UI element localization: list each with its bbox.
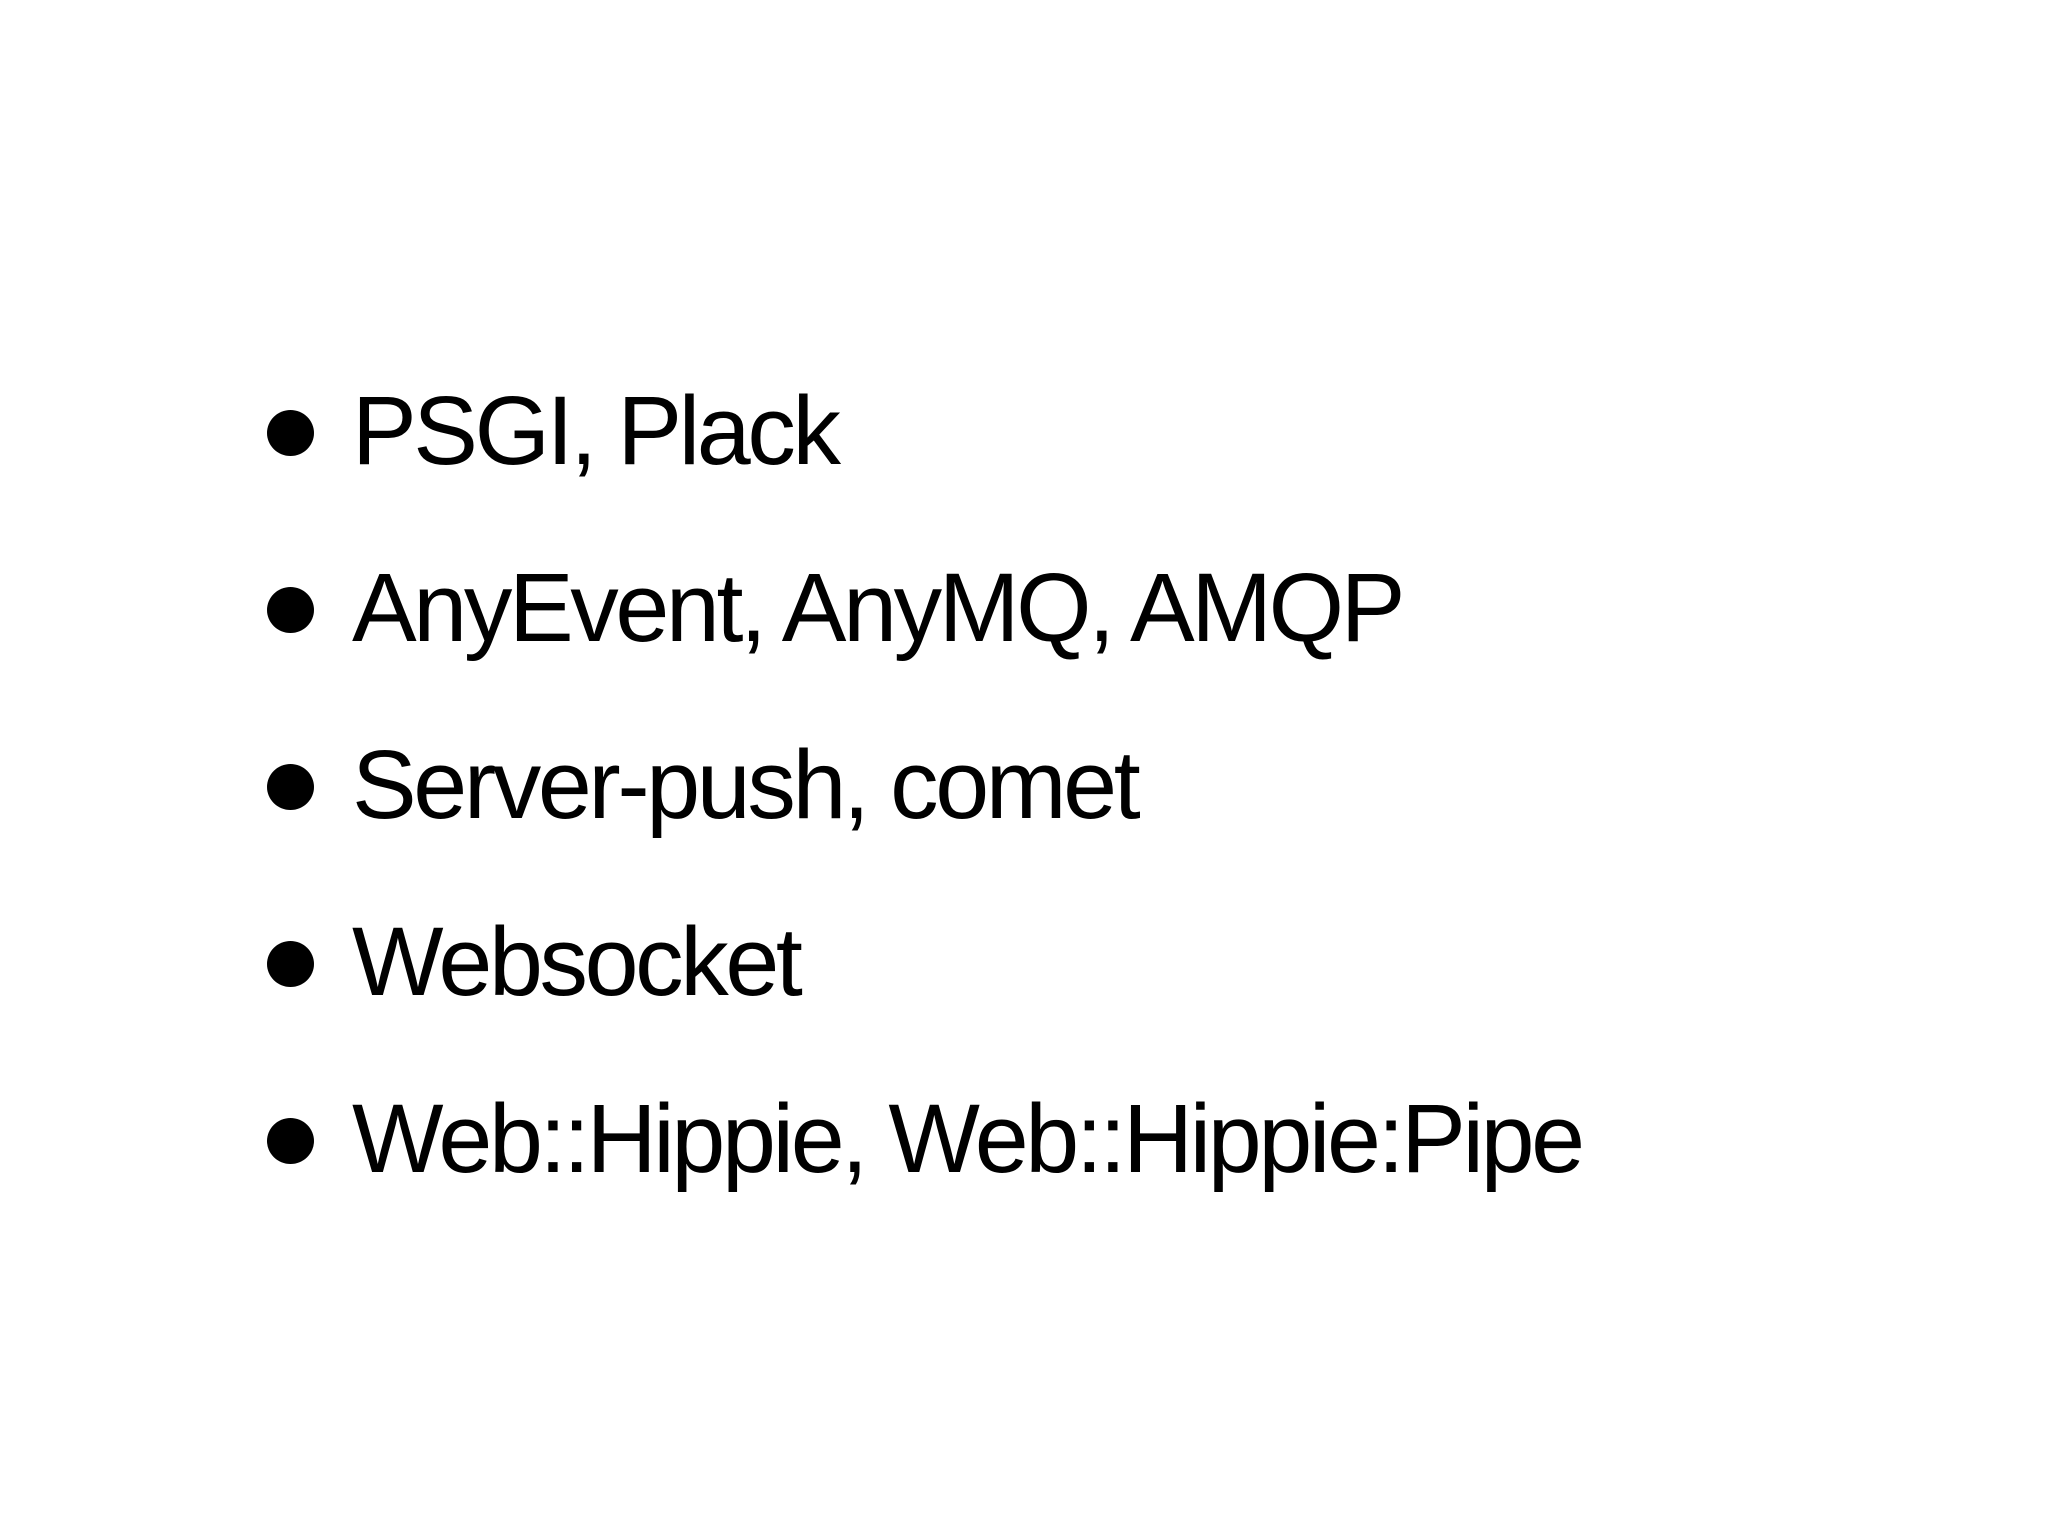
bullet-icon [267, 586, 314, 633]
list-item: PSGI, Plack [267, 382, 1582, 479]
list-item: Websocket [267, 913, 1582, 1010]
bullet-icon [267, 1117, 314, 1164]
list-item: Server-push, comet [267, 736, 1582, 833]
bullet-text: PSGI, Plack [352, 376, 841, 485]
bullet-text: Websocket [352, 907, 803, 1016]
bullet-text: AnyEvent, AnyMQ, AMQP [352, 553, 1405, 662]
bullet-icon [267, 409, 314, 456]
bullet-text: Web::Hippie, Web::Hippie:Pipe [352, 1084, 1585, 1193]
list-item: Web::Hippie, Web::Hippie:Pipe [267, 1084, 1585, 1193]
bullet-icon [267, 940, 314, 987]
bullet-list: PSGI, Plack AnyEvent, AnyMQ, AMQP Server… [267, 382, 1585, 1193]
list-item: AnyEvent, AnyMQ, AMQP [267, 559, 1582, 656]
bullet-icon [267, 763, 314, 810]
bullet-text: Server-push, comet [352, 730, 1141, 839]
